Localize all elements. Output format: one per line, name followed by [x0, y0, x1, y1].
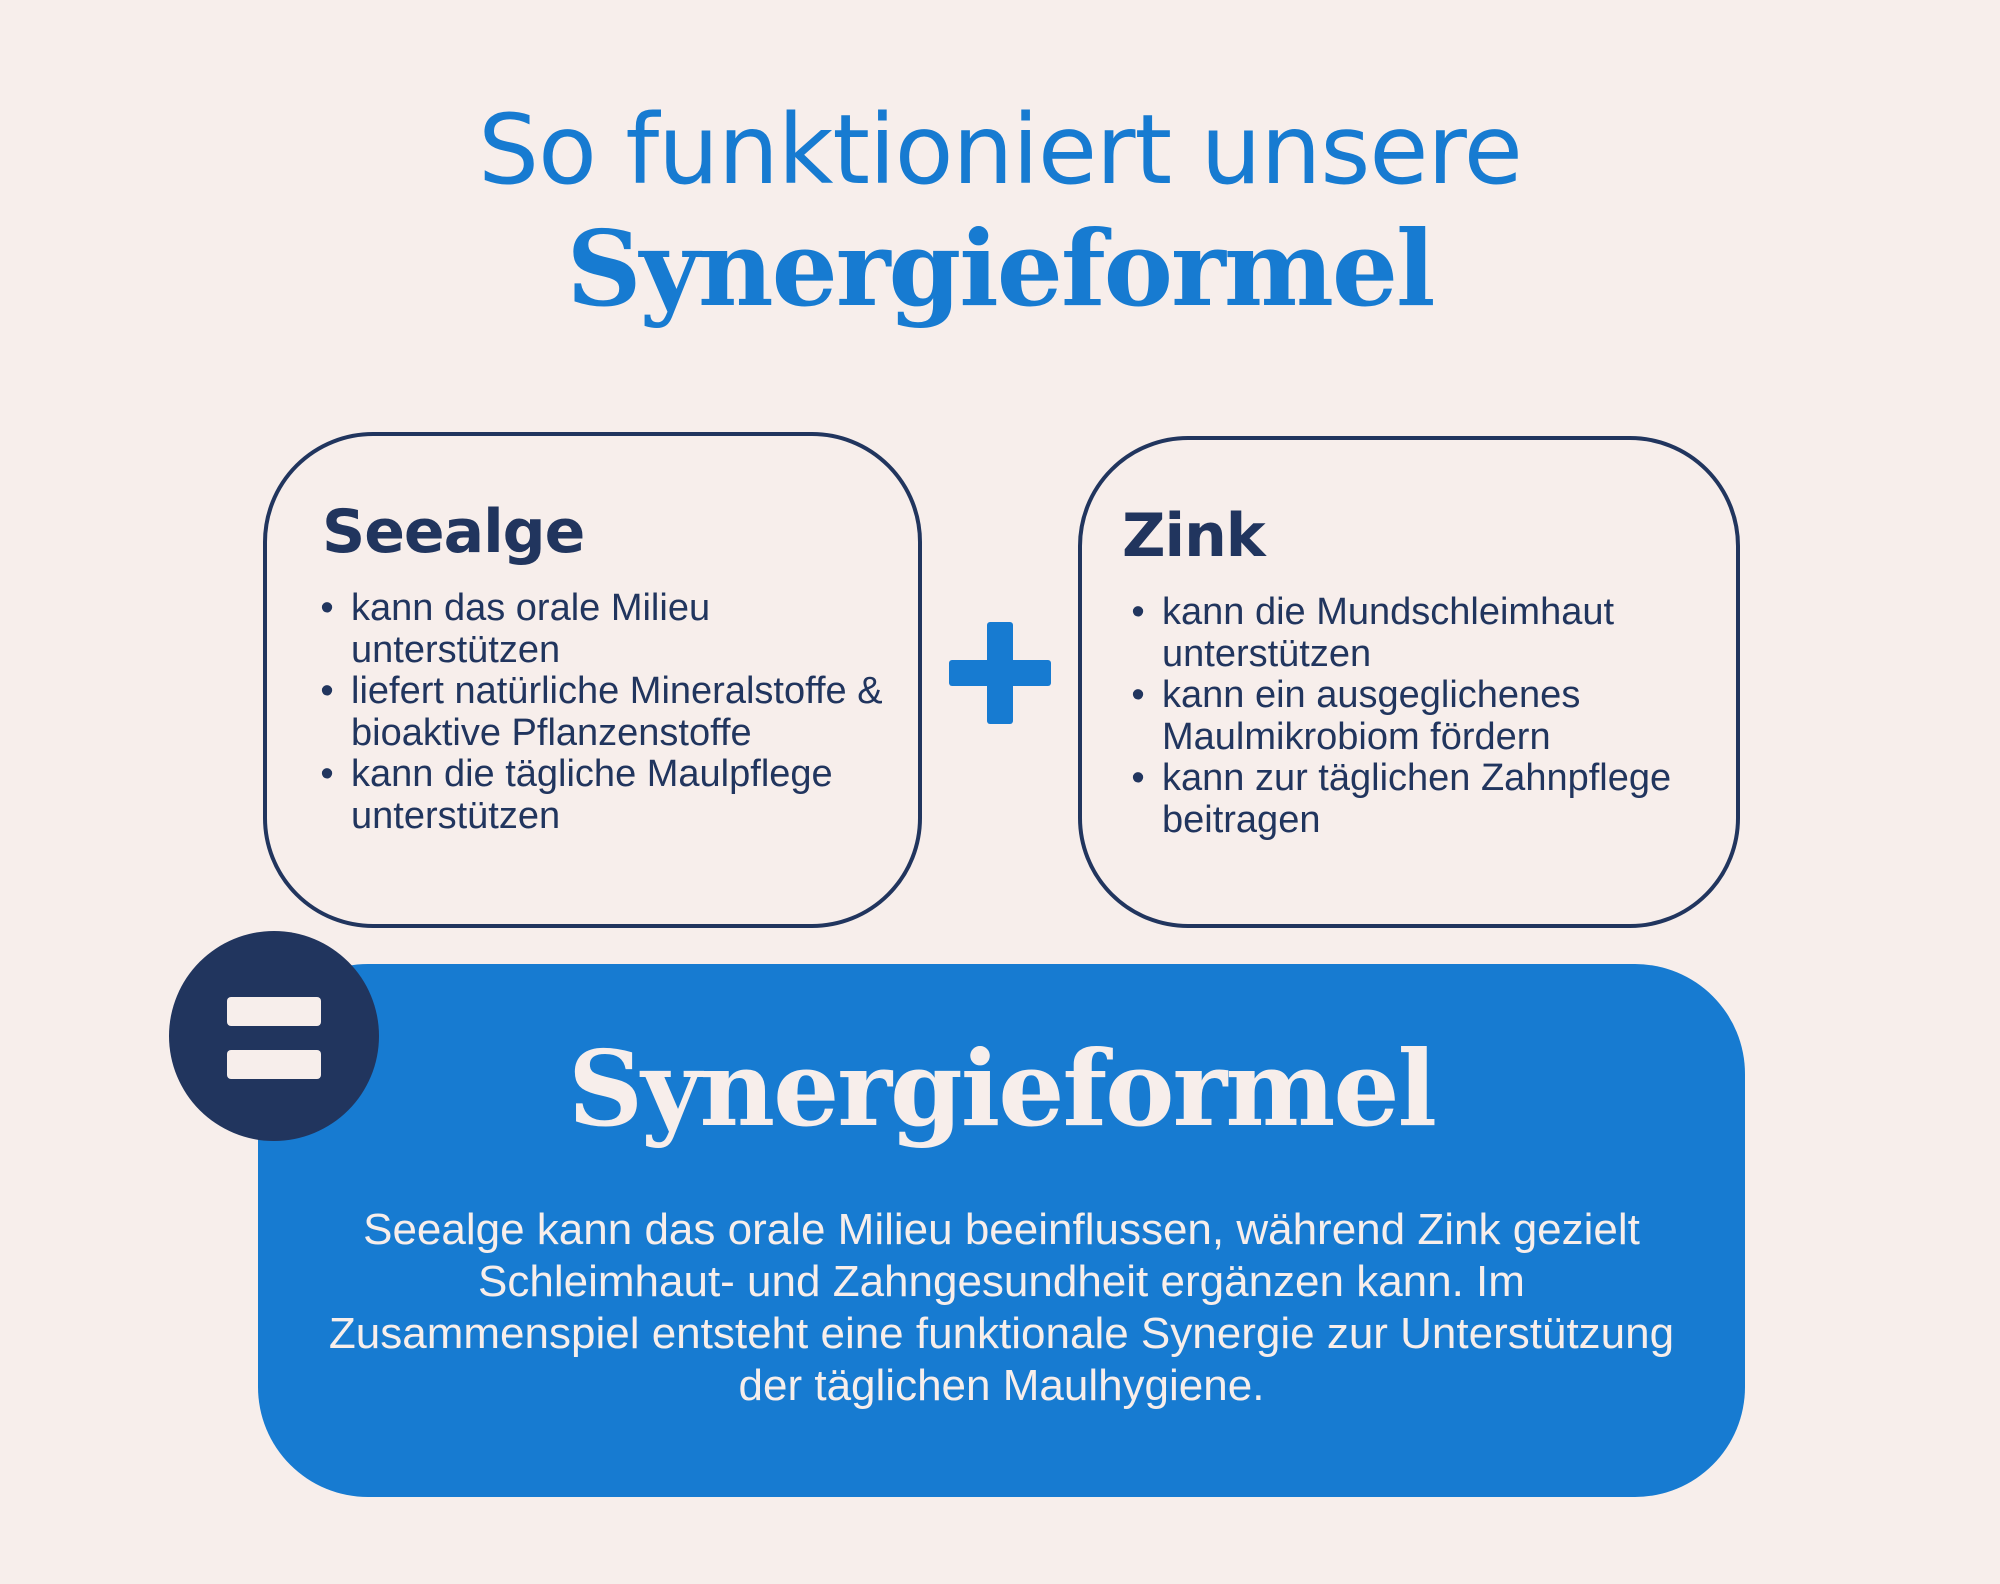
page-title-line-1: So funktioniert unsere [478, 94, 1523, 206]
zink-card: Zink •kann die Mundschleimhaut unterstüt… [1078, 436, 1740, 928]
feature-list: •kann das orale Milieu unterstützen •lie… [315, 587, 905, 837]
equals-icon [169, 931, 379, 1141]
card-title: Zink [1122, 501, 1266, 571]
result-description: Seealge kann das orale Milieu beeinfluss… [328, 1205, 1675, 1410]
list-item: •kann das orale Milieu unterstützen [315, 587, 905, 671]
seealge-card: Seealge •kann das orale Milieu unterstüt… [263, 432, 922, 928]
result-title: Synergieformel [567, 1027, 1437, 1150]
list-item: •kann die Mundschleimhaut unterstützen [1126, 591, 1726, 675]
page-title-line-2: Synergieformel [566, 207, 1435, 330]
bullet-icon: • [1131, 757, 1145, 799]
plus-icon [949, 622, 1051, 724]
bullet-icon: • [1131, 591, 1145, 633]
list-item: •kann zur täglichen Zahnpflege beitragen [1126, 757, 1726, 841]
feature-list: •kann die Mundschleimhaut unterstützen •… [1126, 591, 1726, 841]
bullet-icon: • [320, 587, 334, 629]
list-item: •kann die tägliche Maulpflege unterstütz… [315, 753, 905, 837]
card-title: Seealge [322, 497, 585, 567]
list-item: •liefert natürliche Mineralstoffe & bioa… [315, 670, 905, 754]
bullet-icon: • [320, 753, 334, 795]
bullet-icon: • [1131, 674, 1145, 716]
synergy-result-panel: Synergieformel Seealge kann das orale Mi… [258, 964, 1745, 1497]
list-item: •kann ein ausgeglichenes Maulmikrobiom f… [1126, 674, 1726, 758]
bullet-icon: • [320, 670, 334, 712]
